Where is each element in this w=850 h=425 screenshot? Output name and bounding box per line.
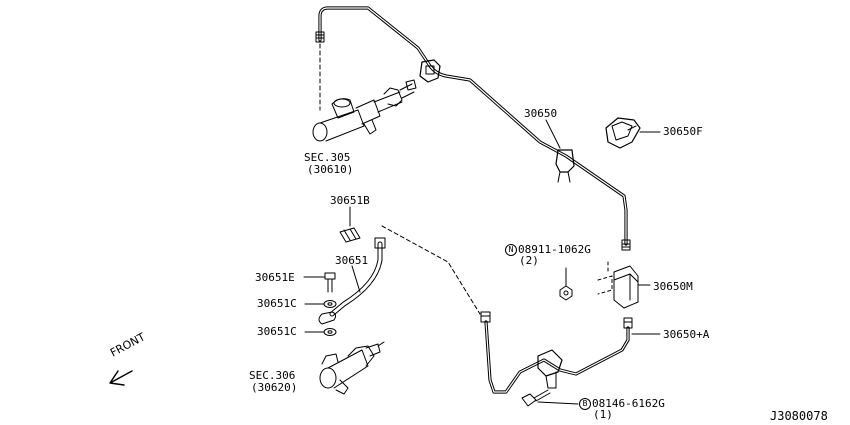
nut-circle-mark: N [505,244,517,256]
clutch-hose-30651 [318,237,386,325]
label-30651: 30651 [335,254,369,267]
clutch-master-cylinder [312,79,417,142]
label-30650a: 30650+A [663,328,710,341]
bracket-30651b [339,206,361,243]
front-arrow-icon [109,370,133,386]
clutch-pipe-30650a [480,311,633,394]
label-30651c-upper: 30651C [257,297,297,310]
clutch-operating-cylinder [319,341,385,395]
clutch-pipe-30650 [315,6,631,251]
label-30650m: 30650M [653,280,693,293]
label-30650f: 30650F [663,125,703,138]
leader-30651 [351,265,361,293]
washer-30651c-upper [304,300,337,308]
washer-30651c-lower [304,328,337,336]
label-sec305: SEC.305 [304,151,351,164]
label-30650: 30650 [524,107,558,120]
bolt-08146-6162g [521,389,579,407]
bolt-circle-mark: B [579,398,591,410]
label-30651c-lower: 30651C [257,325,297,338]
dashed-connector-hose [381,225,481,315]
label-nut-qty: (2) [519,254,539,267]
bracket-30650m [597,261,651,309]
label-sec306: SEC.306 [249,369,296,382]
label-sec305-sub: (30610) [307,163,354,176]
leader-30650 [545,119,561,149]
label-sec306-sub: (30620) [251,381,298,394]
label-bolt-qty: (1) [593,408,613,421]
bolt-30651e [303,272,336,293]
bolt-part-number: 08146-6162G [592,397,665,410]
nut-08911-1062g [559,267,573,301]
label-30651e: 30651E [255,271,295,284]
diagram-code: J3080078 [770,409,828,423]
pipe-clip-30650f [605,117,661,149]
nut-part-number: 08911-1062G [518,243,591,256]
label-30651b: 30651B [330,194,370,207]
